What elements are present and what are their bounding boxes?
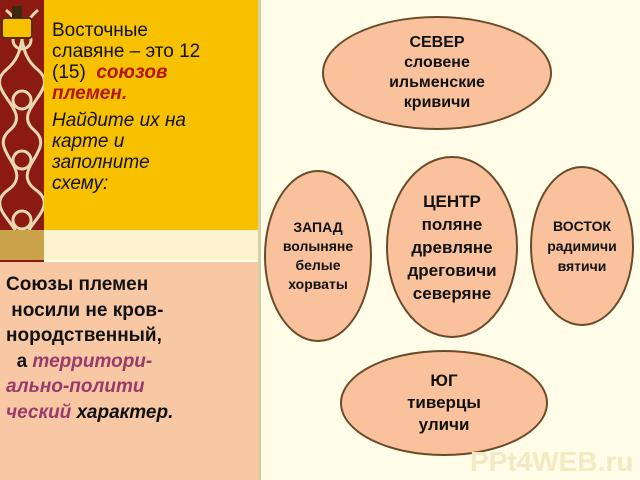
bubble-south: ЮГ тиверцы уличи [340, 350, 548, 456]
note-line4a: а [16, 350, 28, 372]
note-panel: Союзы племен носили не кров- нородственн… [0, 262, 258, 480]
bubble-north: СЕВЕР словене ильменские кривичи [322, 16, 552, 130]
note-line1: Союзы племен [6, 274, 149, 295]
tribe-label: ильменские [389, 74, 485, 91]
intro-line3-prefix: (15) [52, 62, 86, 83]
divider [258, 0, 261, 480]
tribe-label: словене [404, 54, 470, 71]
bubble-west-title: ЗАПАД [293, 219, 343, 235]
tribe-label: радимичи [547, 238, 617, 254]
tribe-label: волыняне [282, 238, 354, 254]
bubble-east: ВОСТОК радимичи вятичи [530, 166, 634, 326]
bubble-center: ЦЕНТР поляне древляне дреговичи северяне [386, 156, 518, 338]
task-line4: схему: [52, 173, 109, 194]
bubble-south-title: ЮГ [430, 371, 458, 390]
note-line3-comma: , [156, 325, 162, 346]
bubble-center-title: ЦЕНТР [423, 191, 481, 211]
note-line6b: характер. [76, 401, 174, 423]
tribe-label: северяне [412, 283, 492, 303]
note-line2: носили не кров- [11, 299, 164, 321]
intro-line1: Восточные [52, 20, 148, 41]
tribe-label: вятичи [557, 258, 607, 274]
note-line3: нородственный [6, 325, 157, 346]
watermark: PPt4WEB.ru [470, 446, 634, 477]
note-line6a: ческий [6, 401, 72, 423]
intro-panel: Восточные славяне – это 12 (15) союзов п… [44, 0, 258, 230]
tribe-label: древляне [411, 237, 493, 257]
intro-highlight-1: союзов [96, 62, 168, 83]
tribe-label: белые [295, 257, 341, 273]
tribe-label: хорваты [288, 276, 348, 292]
task-line1: Найдите их на [52, 110, 186, 131]
decorative-strip [0, 230, 44, 260]
task-line3: заполните [52, 152, 150, 173]
tribe-label: дреговичи [407, 260, 497, 280]
tribe-label: кривичи [403, 94, 471, 111]
note-line4b: территори- [32, 350, 153, 372]
bubble-east-title: ВОСТОК [552, 218, 612, 234]
note-line5: ально-полити [6, 376, 145, 397]
bubble-north-title: СЕВЕР [409, 34, 465, 51]
intro-highlight-2: племен. [52, 83, 128, 104]
tribe-label: уличи [418, 415, 470, 434]
tribe-label: поляне [421, 214, 483, 234]
tribe-label: тиверцы [407, 393, 481, 412]
spacer [44, 230, 258, 260]
task-line2: карте и [52, 131, 125, 152]
intro-line2: славяне – это 12 [52, 41, 201, 62]
bubble-west: ЗАПАД волыняне белые хорваты [264, 170, 372, 342]
